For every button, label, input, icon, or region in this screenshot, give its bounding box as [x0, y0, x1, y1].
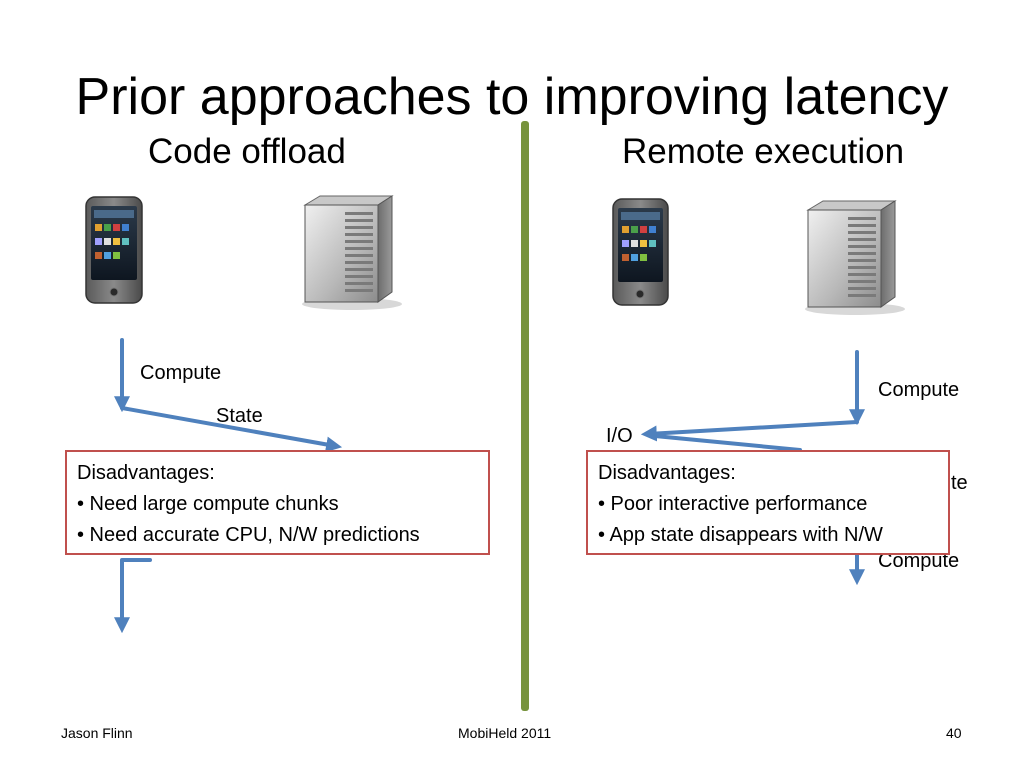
code-offload-heading: Code offload [148, 132, 346, 171]
server-icon-right [805, 200, 905, 315]
disadvantages-box-left: Disadvantages: • Need large compute chun… [65, 450, 490, 555]
io-arrow-right [640, 420, 859, 442]
column-divider [521, 121, 529, 711]
phone-icon-right [612, 198, 669, 306]
state-arrow-left [120, 406, 343, 453]
footer-event: MobiHeld 2011 [458, 725, 552, 741]
page-number: 40 [946, 725, 962, 741]
compute-label-lower-right: Compute [878, 550, 960, 572]
remote-execution-heading: Remote execution [622, 132, 905, 171]
io-return-segment-right [653, 434, 802, 452]
io-label-right: I/O [606, 425, 633, 447]
disadvantages-title-left: Disadvantages: [77, 462, 215, 484]
server-icon-left [302, 195, 402, 310]
disadvantage-item: • Need accurate CPU, N/W predictions [77, 524, 420, 546]
slide-title: Prior approaches to improving latency [75, 68, 949, 126]
disadvantage-item: • App state disappears with N/W [598, 524, 883, 546]
state-label-left: State [216, 405, 263, 427]
disadvantage-item: • Need large compute chunks [77, 493, 339, 515]
disadvantages-title-right: Disadvantages: [598, 462, 736, 484]
disadvantages-box-right: Disadvantages: • Poor interactive perfor… [586, 450, 950, 555]
disadvantage-item: • Poor interactive performance [598, 493, 868, 515]
partial-label-right: te [951, 472, 968, 494]
phone-icon-left [85, 196, 143, 304]
footer-author: Jason Flinn [61, 725, 133, 741]
compute-label-left: Compute [140, 362, 222, 384]
compute-label-right: Compute [878, 379, 960, 401]
